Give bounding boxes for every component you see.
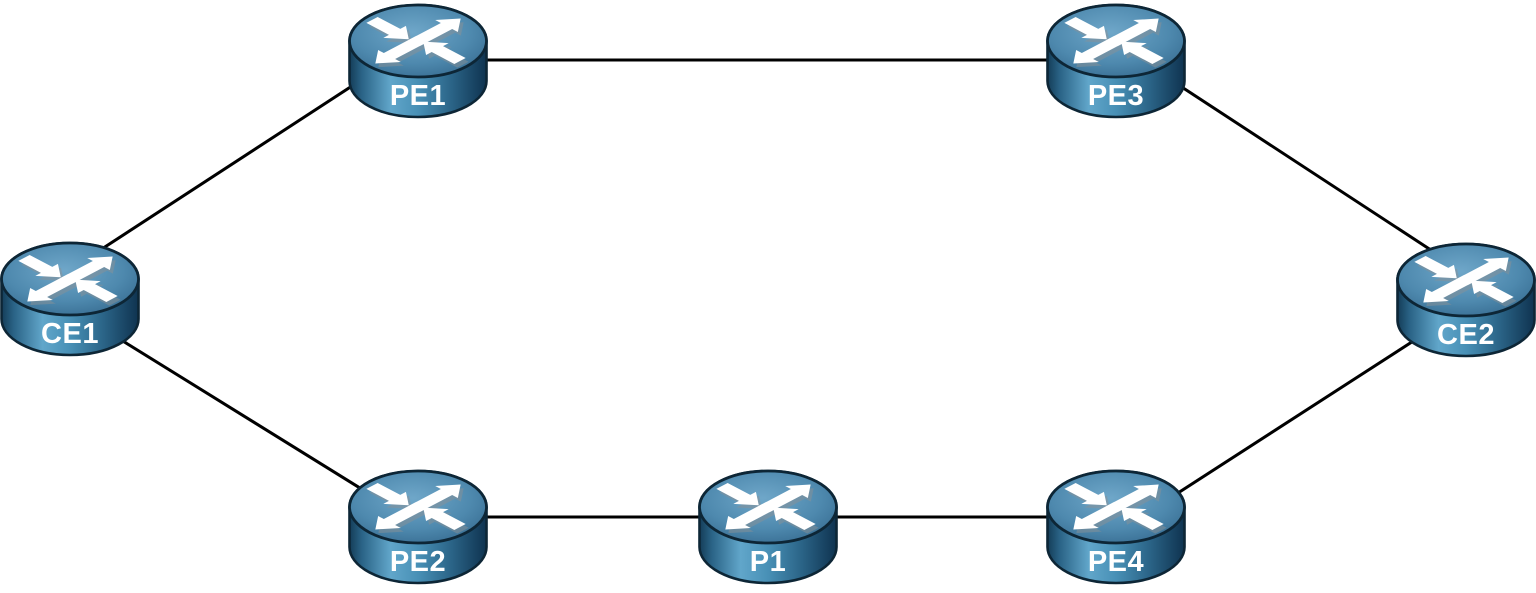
crossed-arrows-icon [1414, 255, 1517, 307]
router-node-ce2[interactable]: CE2 [1396, 242, 1536, 358]
router-node-ce1[interactable]: CE1 [0, 241, 140, 357]
router-label-pe2: PE2 [390, 546, 446, 578]
crossed-arrows-icon [716, 482, 819, 534]
router-node-pe3[interactable]: PE3 [1046, 3, 1186, 119]
router-label-p1: P1 [750, 546, 786, 578]
link-layer [67, 41, 1467, 535]
router-node-pe2[interactable]: PE2 [348, 469, 488, 585]
router-label-pe3: PE3 [1088, 80, 1144, 112]
router-node-p1[interactable]: P1 [698, 469, 838, 585]
crossed-arrows-icon [366, 16, 469, 68]
crossed-arrows-icon [1064, 482, 1167, 534]
router-label-ce1: CE1 [41, 318, 99, 350]
crossed-arrows-icon [1064, 16, 1167, 68]
crossed-arrows-icon [366, 482, 469, 534]
router-node-pe4[interactable]: PE4 [1046, 469, 1186, 585]
router-label-ce2: CE2 [1437, 319, 1495, 351]
router-node-pe1[interactable]: PE1 [348, 3, 488, 119]
router-label-pe1: PE1 [390, 80, 446, 112]
crossed-arrows-icon [18, 254, 121, 306]
router-label-pe4: PE4 [1088, 546, 1144, 578]
